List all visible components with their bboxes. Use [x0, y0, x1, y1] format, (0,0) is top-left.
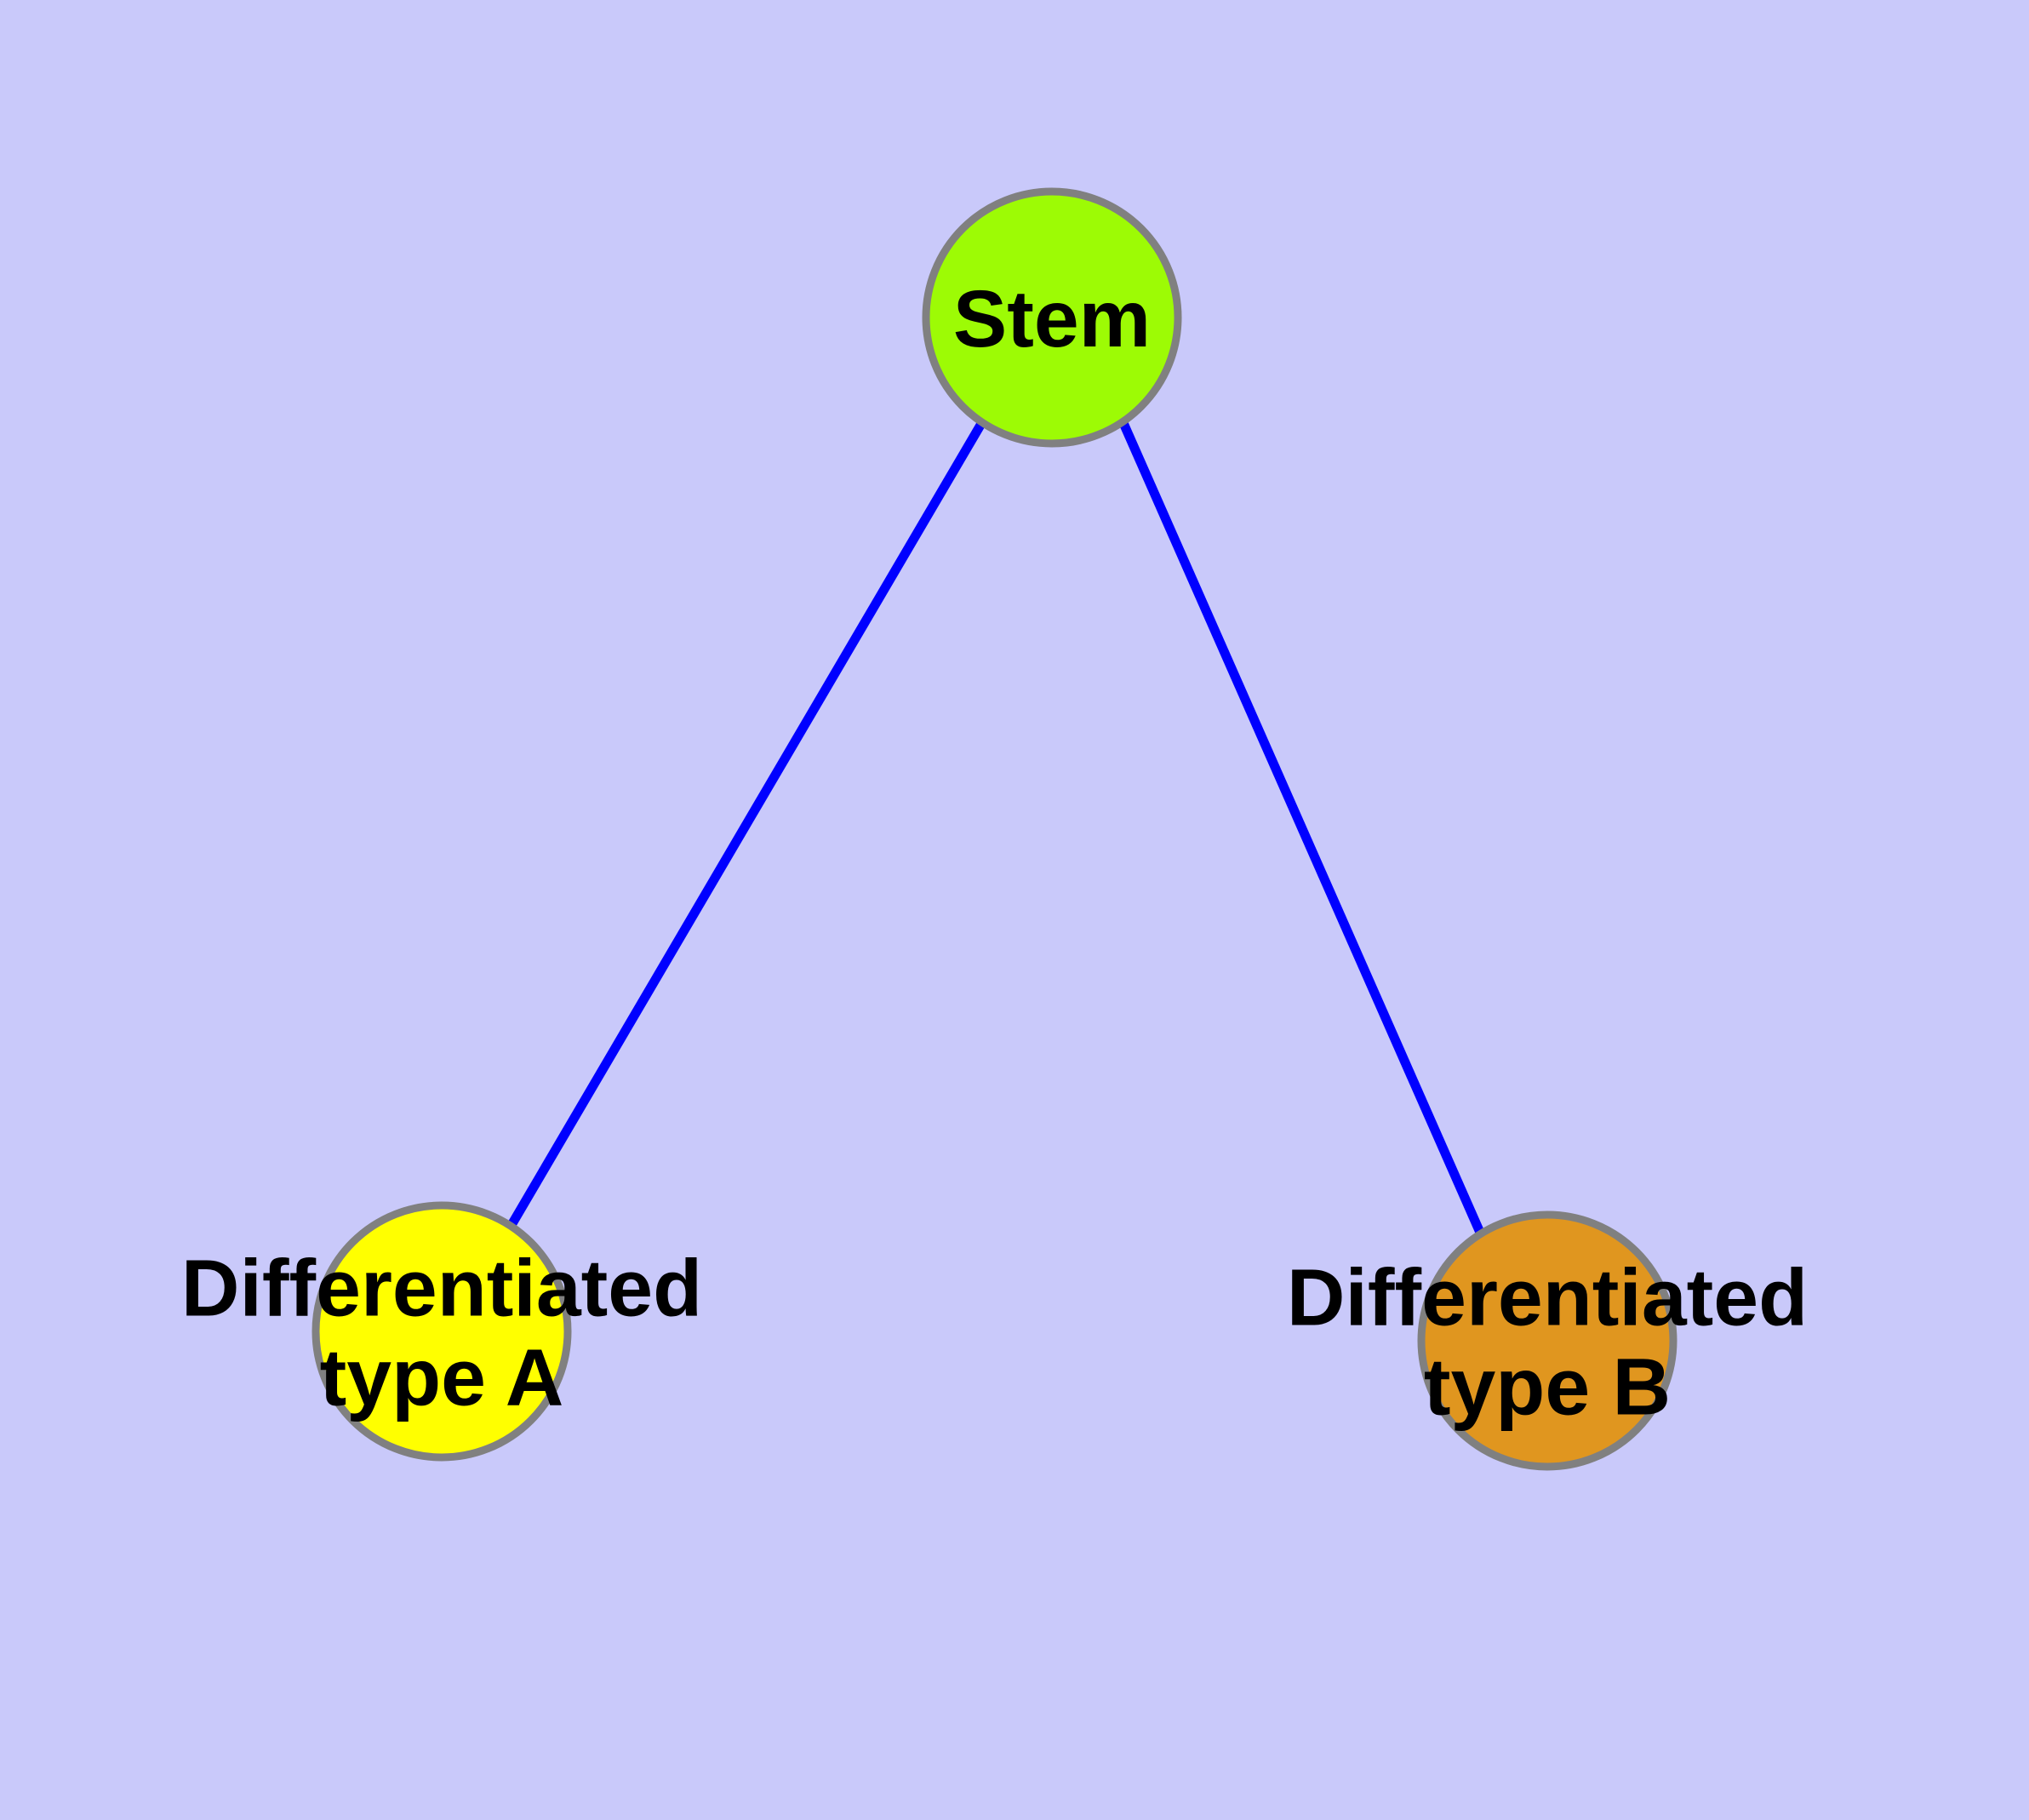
node-label-line: Differentiated: [1287, 1253, 1808, 1343]
edges-layer: [507, 420, 1486, 1237]
nodes-layer: [311, 187, 1677, 1471]
node-stem[interactable]: [922, 187, 1182, 448]
edge-stem-to-b[interactable]: [1118, 421, 1486, 1237]
node-label-line: type A: [320, 1333, 564, 1423]
node-label-line: type B: [1424, 1342, 1671, 1433]
node-diff-a[interactable]: [311, 1201, 572, 1462]
node-label-stem: Stem: [953, 274, 1151, 364]
node-label-line: Differentiated: [181, 1244, 702, 1334]
node-diff-b[interactable]: [1417, 1210, 1677, 1471]
edge-stem-to-a[interactable]: [507, 420, 986, 1228]
node-label-line: Stem: [953, 274, 1151, 364]
